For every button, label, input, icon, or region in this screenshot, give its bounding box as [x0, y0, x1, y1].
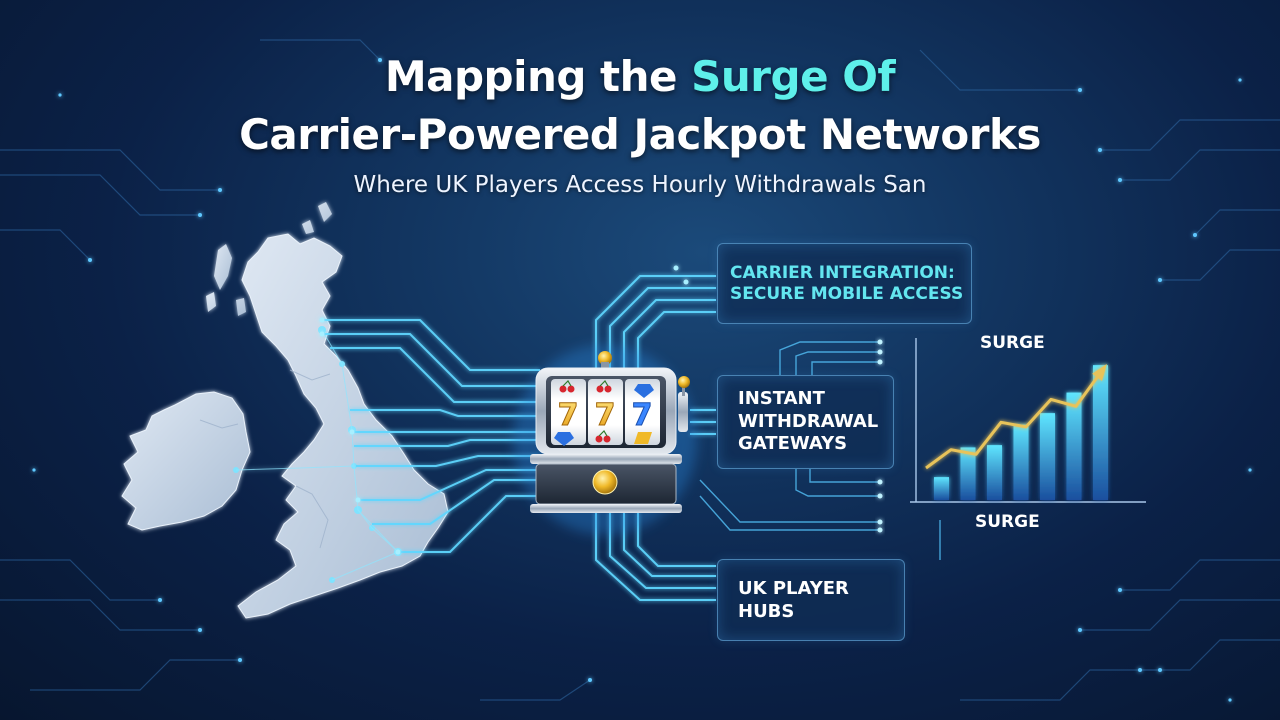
side-circuit-traces — [699, 341, 941, 560]
chart-bar — [1013, 424, 1029, 500]
card-instant-withdrawal-line-3: Gateways — [738, 433, 848, 454]
chart-bar — [960, 447, 976, 500]
slot-reels: 7 7 7 — [551, 379, 660, 446]
card-uk-player-hubs: UK Player Hubs — [717, 559, 905, 641]
slot-machine: 7 7 7 — [513, 345, 697, 535]
chart-bar — [1093, 365, 1108, 500]
ireland-shape — [121, 391, 251, 531]
title-line-1-prefix: Mapping the — [384, 52, 692, 101]
gem-icon — [554, 432, 574, 446]
card-carrier-integration-line-2: Secure Mobile Access — [730, 284, 964, 305]
great-britain-shape — [237, 233, 449, 619]
islands-west-shape — [206, 292, 246, 316]
reel-symbol-1: 7 — [558, 398, 579, 433]
chart-bar — [934, 477, 949, 500]
chart-label-bottom: SURGE — [975, 512, 1040, 532]
card-instant-withdrawal-line-2: Withdrawal — [738, 410, 879, 432]
card-uk-player-hubs-line-2: Hubs — [738, 600, 795, 622]
slot-cabinet-ledge — [530, 454, 682, 464]
background-circuit-traces — [0, 39, 1280, 701]
northern-isles-shape — [302, 202, 332, 234]
cherry-icon — [559, 380, 575, 393]
chart-label-top: SURGE — [980, 333, 1045, 353]
uk-ireland-map — [121, 202, 449, 619]
title-line-2: Carrier-Powered Jackpot Networks — [239, 110, 1041, 159]
network-connection-traces — [322, 275, 716, 601]
title-line-1: Mapping the Surge Of — [0, 52, 1280, 101]
hebrides-shape — [214, 244, 232, 290]
title-line-1-accent: Surge Of — [691, 52, 896, 101]
surge-bar-chart — [910, 338, 1146, 503]
card-instant-withdrawal: Instant Withdrawal Gateways — [717, 375, 894, 469]
connector-nodes — [319, 265, 689, 555]
slot-lever — [678, 376, 690, 432]
chart-bar — [1066, 392, 1082, 500]
chart-bar — [987, 445, 1002, 500]
card-instant-withdrawal-line-1: Instant — [738, 388, 825, 409]
background-circuit-nodes — [32, 58, 1252, 702]
cherry-icon — [595, 430, 611, 443]
cherry-icon — [596, 380, 612, 393]
trend-arrow-icon — [1092, 363, 1107, 381]
slot-coin-button — [592, 469, 618, 495]
chart-bar — [1040, 413, 1055, 500]
subtitle: Where UK Players Access Hourly Withdrawa… — [353, 172, 927, 198]
side-trace-nodes — [877, 339, 883, 533]
card-uk-player-hubs-line-1: UK Player — [738, 578, 849, 599]
bar-symbol-icon — [634, 432, 652, 444]
slot-top-light — [598, 351, 612, 365]
chart-trend-line — [925, 371, 1103, 470]
reel-symbol-3: 7 — [632, 398, 653, 433]
card-carrier-integration-line-1: Carrier Integration: — [730, 263, 955, 283]
gem-icon — [634, 384, 654, 398]
reel-symbol-2: 7 — [595, 398, 616, 433]
card-carrier-integration: Carrier Integration: Secure Mobile Acces… — [717, 243, 972, 324]
